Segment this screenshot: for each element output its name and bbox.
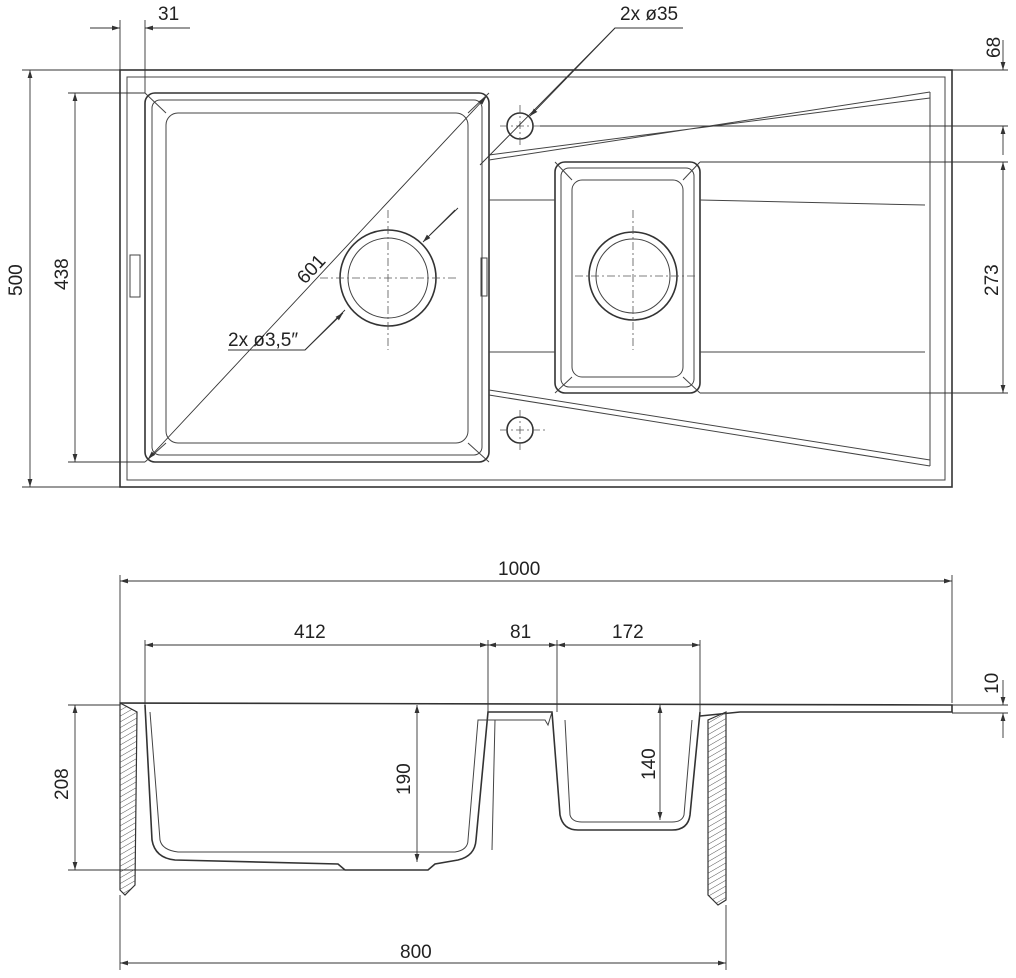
dim-total-depth: 500 bbox=[6, 264, 27, 296]
dim-tap-holes: 2x ø35 bbox=[620, 4, 678, 25]
dim-small-bowl-width: 172 bbox=[612, 622, 644, 643]
dim-rim-thickness: 10 bbox=[982, 673, 1003, 694]
dim-big-bowl-width: 412 bbox=[294, 622, 326, 643]
top-view: 31 2x ø35 68 273 500 438 601 2x ø3,5″ bbox=[6, 4, 1008, 488]
dim-diagonal: 601 bbox=[293, 251, 330, 289]
side-view: 1000 412 81 172 10 208 190 140 800 bbox=[52, 559, 1008, 970]
dim-small-bowl: 273 bbox=[982, 264, 1003, 296]
inner-rim bbox=[126, 76, 946, 481]
bowl-profile bbox=[144, 704, 701, 871]
dim-big-bowl-height: 190 bbox=[394, 763, 415, 795]
dimension-lines-side bbox=[68, 575, 1008, 970]
dim-rim-offset: 31 bbox=[158, 4, 179, 25]
small-drain bbox=[575, 210, 695, 350]
dim-bowl-depth: 438 bbox=[52, 258, 73, 290]
dim-total-width: 1000 bbox=[498, 559, 540, 580]
dim-cabinet: 800 bbox=[400, 942, 432, 963]
overflow-slot bbox=[129, 254, 141, 298]
large-drain bbox=[320, 210, 458, 350]
bowl-inner-profile bbox=[149, 711, 693, 853]
outer-rim bbox=[119, 69, 953, 488]
dim-total-height: 208 bbox=[52, 768, 73, 800]
tap-hole bbox=[500, 410, 545, 452]
top-surface bbox=[119, 702, 953, 717]
dim-small-bowl-height: 140 bbox=[639, 748, 660, 780]
cabinet-wall-left bbox=[119, 702, 138, 896]
dim-tap-offset: 68 bbox=[984, 37, 1005, 58]
tap-hole bbox=[500, 105, 545, 148]
dim-drains: 2x ø3,5″ bbox=[228, 330, 298, 351]
cabinet-wall-right bbox=[707, 711, 727, 906]
dim-gap: 81 bbox=[510, 622, 531, 643]
dimension-lines-top bbox=[22, 20, 1008, 488]
small-bowl bbox=[554, 161, 701, 394]
